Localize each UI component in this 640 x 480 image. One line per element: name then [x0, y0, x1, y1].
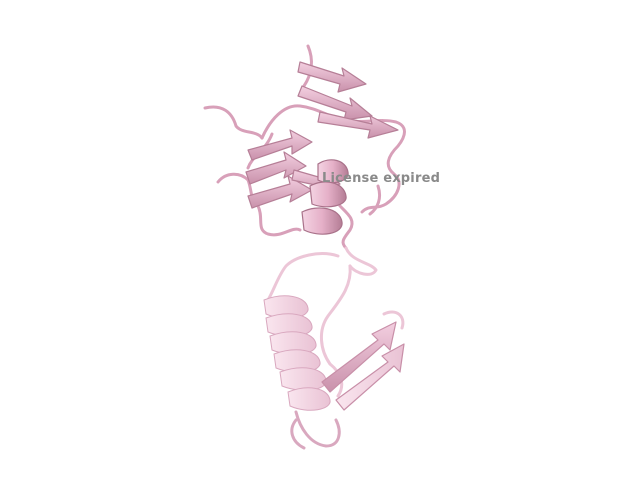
upper-domain-loops [203, 44, 406, 250]
lower-turn [290, 410, 341, 450]
lower-helix [263, 295, 331, 411]
license-watermark: License expired [322, 171, 441, 186]
lower-beta-hairpin [321, 321, 405, 411]
upper-helix [301, 159, 349, 235]
